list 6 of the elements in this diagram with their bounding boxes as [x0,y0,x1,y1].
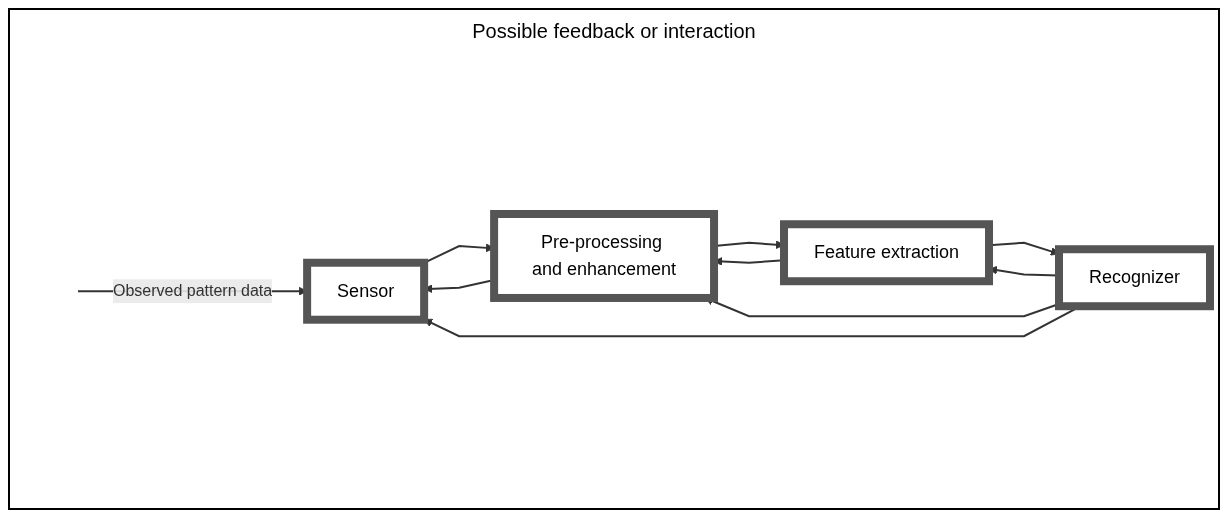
node-box: Pre-processing and enhancement [490,210,719,303]
node-box: Recognizer [1055,245,1214,311]
note-text: Possible feedback or interaction [472,20,756,43]
edge-label: Observed pattern data [112,282,273,300]
node-box: Sensor [303,259,429,325]
node-box: Feature extraction [780,220,993,286]
